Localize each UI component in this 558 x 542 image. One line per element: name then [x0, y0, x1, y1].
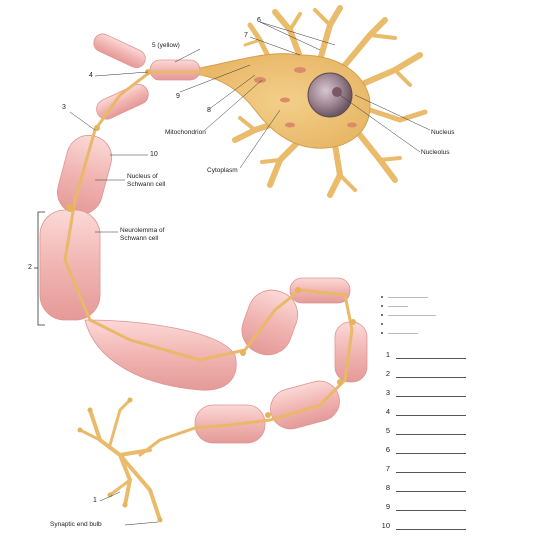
organelles [254, 67, 357, 128]
answer-number: 9 [385, 502, 390, 511]
answer-number: 7 [385, 464, 390, 473]
bracket-2 [37, 211, 45, 326]
answer-number: 10 [381, 521, 390, 530]
answer-blank[interactable] [396, 510, 466, 511]
bullet [381, 296, 383, 298]
answer-blank[interactable] [396, 434, 466, 435]
label-3: 3 [62, 104, 66, 111]
axon [63, 70, 354, 457]
nodes-of-ranvier [66, 69, 356, 418]
bullet [381, 305, 383, 307]
label-2: 2 [28, 264, 32, 271]
nucleolus [332, 87, 342, 97]
answer-blank[interactable] [396, 358, 466, 359]
synaptic-bulbs [77, 397, 163, 523]
answer-blank[interactable] [396, 472, 466, 473]
dendrites [232, 5, 428, 198]
leader-lines [69, 21, 431, 526]
label-4: 4 [89, 72, 93, 79]
answer-row[interactable]: 1 [380, 350, 480, 360]
answer-row[interactable]: 4 [380, 407, 480, 417]
answer-row[interactable]: 10 [380, 521, 480, 531]
label-neurolemma: Neurolemma of Schwann cell [120, 227, 165, 242]
answer-blank[interactable] [396, 453, 466, 454]
label-9: 9 [176, 93, 180, 100]
answer-blank[interactable] [396, 396, 466, 397]
answer-row[interactable]: 9 [380, 502, 480, 512]
label-synaptic-end-bulb: Synaptic end bulb [50, 521, 102, 528]
answer-number: 8 [385, 483, 390, 492]
nucleus [307, 72, 353, 118]
label-8: 8 [207, 107, 211, 114]
bullet-text [388, 333, 418, 334]
answer-number: 3 [385, 388, 390, 397]
answer-row[interactable]: 5 [380, 426, 480, 436]
answer-blank[interactable] [396, 529, 466, 530]
answer-number: 4 [385, 407, 390, 416]
answer-number: 2 [385, 369, 390, 378]
label-7: 7 [244, 32, 248, 39]
label-mitochondrion: Mitochondrion [165, 129, 206, 136]
answer-row[interactable]: 8 [380, 483, 480, 493]
answer-row[interactable]: 2 [380, 369, 480, 379]
answer-row[interactable]: 6 [380, 445, 480, 455]
label-5-yellow: 5 (yellow) [152, 42, 180, 49]
answer-blank[interactable] [396, 491, 466, 492]
label-10: 10 [150, 151, 158, 158]
bullet-text [388, 297, 428, 298]
answer-row[interactable]: 3 [380, 388, 480, 398]
label-schwann-nucleus: Nucleus of Schwann cell [127, 173, 166, 188]
axon-terminals [78, 398, 162, 522]
answer-blank[interactable] [396, 377, 466, 378]
label-nucleolus: Nucleolus [421, 149, 450, 156]
label-1: 1 [93, 497, 97, 504]
bullet [381, 314, 383, 316]
answer-blank[interactable] [396, 415, 466, 416]
answer-number: 5 [385, 426, 390, 435]
bullet-text [388, 306, 408, 307]
answer-number: 1 [385, 350, 390, 359]
label-6: 6 [257, 17, 261, 24]
answer-number: 6 [385, 445, 390, 454]
bullet [381, 323, 383, 325]
label-nucleus: Nucleus [431, 129, 455, 136]
bullet-text [388, 315, 436, 316]
bullet [381, 332, 383, 334]
answer-row[interactable]: 7 [380, 464, 480, 474]
label-cytoplasm: Cytoplasm [207, 167, 238, 174]
